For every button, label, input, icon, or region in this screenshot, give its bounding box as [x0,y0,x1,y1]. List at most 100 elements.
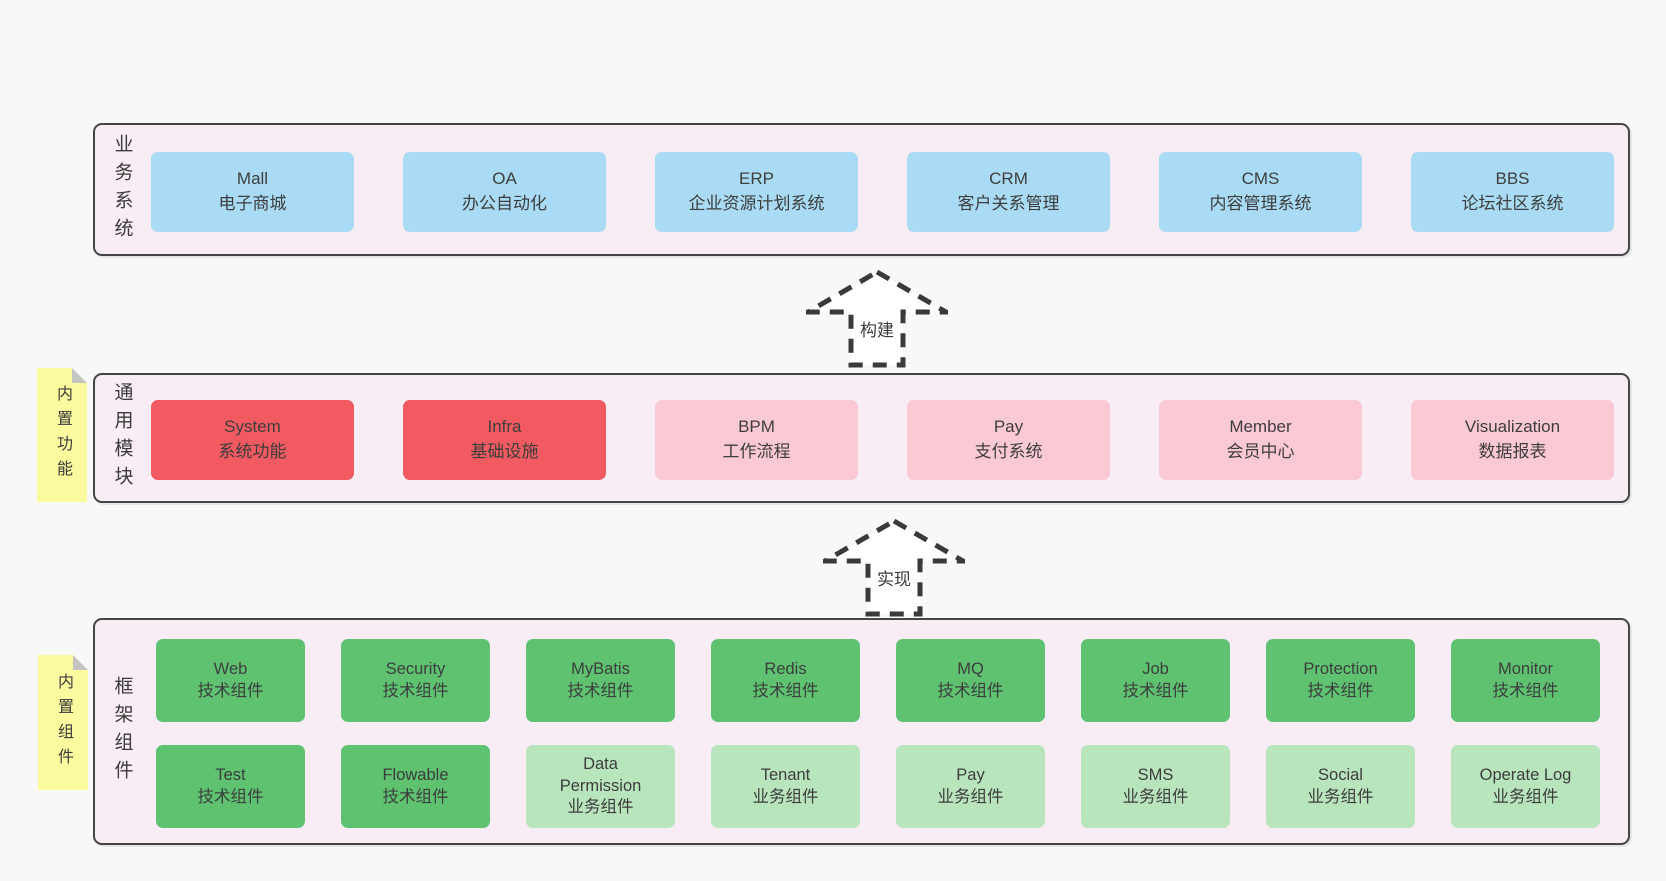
box-title: Social [1318,765,1363,784]
box-redis: Redis 技术组件 [711,639,860,722]
band-business-systems: 业务系统 Mall 电子商城 OA 办公自动化 ERP 企业资源计划系统 CRM… [93,123,1630,256]
box-flowable: Flowable 技术组件 [341,745,490,828]
box-subtitle: 客户关系管理 [957,194,1060,213]
box-subtitle: 会员中心 [1226,442,1295,461]
box-protection: Protection 技术组件 [1266,639,1415,722]
box-title: Flowable [382,765,449,784]
box-subtitle: 工作流程 [722,442,791,461]
band-framework-label: 框架组件 [111,675,133,788]
band-modules-content: System 系统功能 Infra 基础设施 BPM 工作流程 Pay 支付系统… [151,375,1616,501]
box-subtitle: 数据报表 [1478,442,1547,461]
box-subtitle: 企业资源计划系统 [688,194,825,213]
box-title: BPM [738,417,775,437]
box-infra: Infra 基础设施 [403,400,606,480]
box-title: Data Permission [559,754,642,795]
box-title: Monitor [1497,659,1554,678]
box-title: Infra [487,417,522,437]
band-common-modules: 通用模块 System 系统功能 Infra 基础设施 BPM 工作流程 Pay… [93,373,1630,503]
band-business-content: Mall 电子商城 OA 办公自动化 ERP 企业资源计划系统 CRM 客户关系… [151,125,1616,254]
box-bpm: BPM 工作流程 [655,400,858,480]
box-title: Pay [993,417,1024,437]
arrow-build-label: 构建 [857,316,897,341]
box-title: MyBatis [571,659,630,678]
box-title: Security [385,659,446,678]
box-mall: Mall 电子商城 [151,152,354,232]
box-subtitle: 技术组件 [382,787,449,806]
box-subtitle: 内容管理系统 [1209,194,1312,213]
box-job: Job 技术组件 [1081,639,1230,722]
framework-row-1: Web 技术组件 Security 技术组件 MyBatis 技术组件 Redi… [156,639,1600,722]
box-subtitle: 支付系统 [974,442,1043,461]
box-subtitle: 业务组件 [1122,787,1189,806]
box-title: Job [1142,659,1169,678]
box-title: ERP [739,169,774,189]
band-framework-components: 框架组件 Web 技术组件 Security 技术组件 MyBatis 技术组件… [93,618,1630,845]
arrow-implement-label: 实现 [874,565,914,590]
sticky-note-builtin-features: 内置功能 [37,368,87,502]
arrow-build: 构建 [806,268,948,368]
box-cms: CMS 内容管理系统 [1159,152,1362,232]
box-title: CRM [989,169,1028,189]
box-title: Member [1229,417,1292,437]
box-tenant: Tenant 业务组件 [711,745,860,828]
box-visualization: Visualization 数据报表 [1411,400,1614,480]
box-title: Operate Log [1479,765,1572,784]
modules-row-1: System 系统功能 Infra 基础设施 BPM 工作流程 Pay 支付系统… [151,400,1614,480]
box-oa: OA 办公自动化 [403,152,606,232]
box-data-permission: Data Permission 业务组件 [526,745,675,828]
box-title: MQ [957,659,984,678]
box-operate-log: Operate Log 业务组件 [1451,745,1600,828]
box-subtitle: 业务组件 [1307,787,1374,806]
box-subtitle: 业务组件 [567,798,634,817]
box-subtitle: 技术组件 [1122,681,1189,700]
box-subtitle: 业务组件 [1492,787,1559,806]
box-subtitle: 论坛社区系统 [1461,194,1564,213]
box-member: Member 会员中心 [1159,400,1362,480]
business-row-1: Mall 电子商城 OA 办公自动化 ERP 企业资源计划系统 CRM 客户关系… [151,152,1614,232]
box-pay: Pay 支付系统 [907,400,1110,480]
framework-row-2: Test 技术组件 Flowable 技术组件 Data Permission … [156,745,1600,828]
band-business-label: 业务系统 [111,133,133,246]
box-subtitle: 基础设施 [470,442,539,461]
box-mybatis: MyBatis 技术组件 [526,639,675,722]
box-social: Social 业务组件 [1266,745,1415,828]
box-subtitle: 电子商城 [218,194,287,213]
box-web: Web 技术组件 [156,639,305,722]
box-subtitle: 技术组件 [937,681,1004,700]
box-subtitle: 系统功能 [218,442,287,461]
box-subtitle: 办公自动化 [462,194,547,213]
box-title: CMS [1241,169,1280,189]
box-title: Mall [236,169,269,189]
box-subtitle: 技术组件 [1492,681,1559,700]
box-subtitle: 技术组件 [567,681,634,700]
box-title: BBS [1495,169,1530,189]
box-mq: MQ 技术组件 [896,639,1045,722]
box-title: Redis [764,659,807,678]
box-erp: ERP 企业资源计划系统 [655,152,858,232]
box-title: Protection [1303,659,1378,678]
box-subtitle: 业务组件 [937,787,1004,806]
band-modules-label: 通用模块 [111,382,133,494]
box-title: Pay [956,765,985,784]
arrow-implement: 实现 [823,517,965,617]
box-monitor: Monitor 技术组件 [1451,639,1600,722]
box-security: Security 技术组件 [341,639,490,722]
box-subtitle: 技术组件 [197,681,264,700]
box-crm: CRM 客户关系管理 [907,152,1110,232]
sticky-note-builtin-components: 内置组件 [38,655,88,790]
box-title: System [224,417,281,437]
box-title: SMS [1137,765,1174,784]
box-subtitle: 技术组件 [382,681,449,700]
box-title: Web [213,659,248,678]
box-subtitle: 技术组件 [197,787,264,806]
box-subtitle: 技术组件 [1307,681,1374,700]
box-title: Visualization [1464,417,1561,437]
box-subtitle: 业务组件 [752,787,819,806]
box-pay: Pay 业务组件 [896,745,1045,828]
box-title: Tenant [760,765,811,784]
box-system: System 系统功能 [151,400,354,480]
box-sms: SMS 业务组件 [1081,745,1230,828]
box-subtitle: 技术组件 [752,681,819,700]
box-title: Test [215,765,246,784]
